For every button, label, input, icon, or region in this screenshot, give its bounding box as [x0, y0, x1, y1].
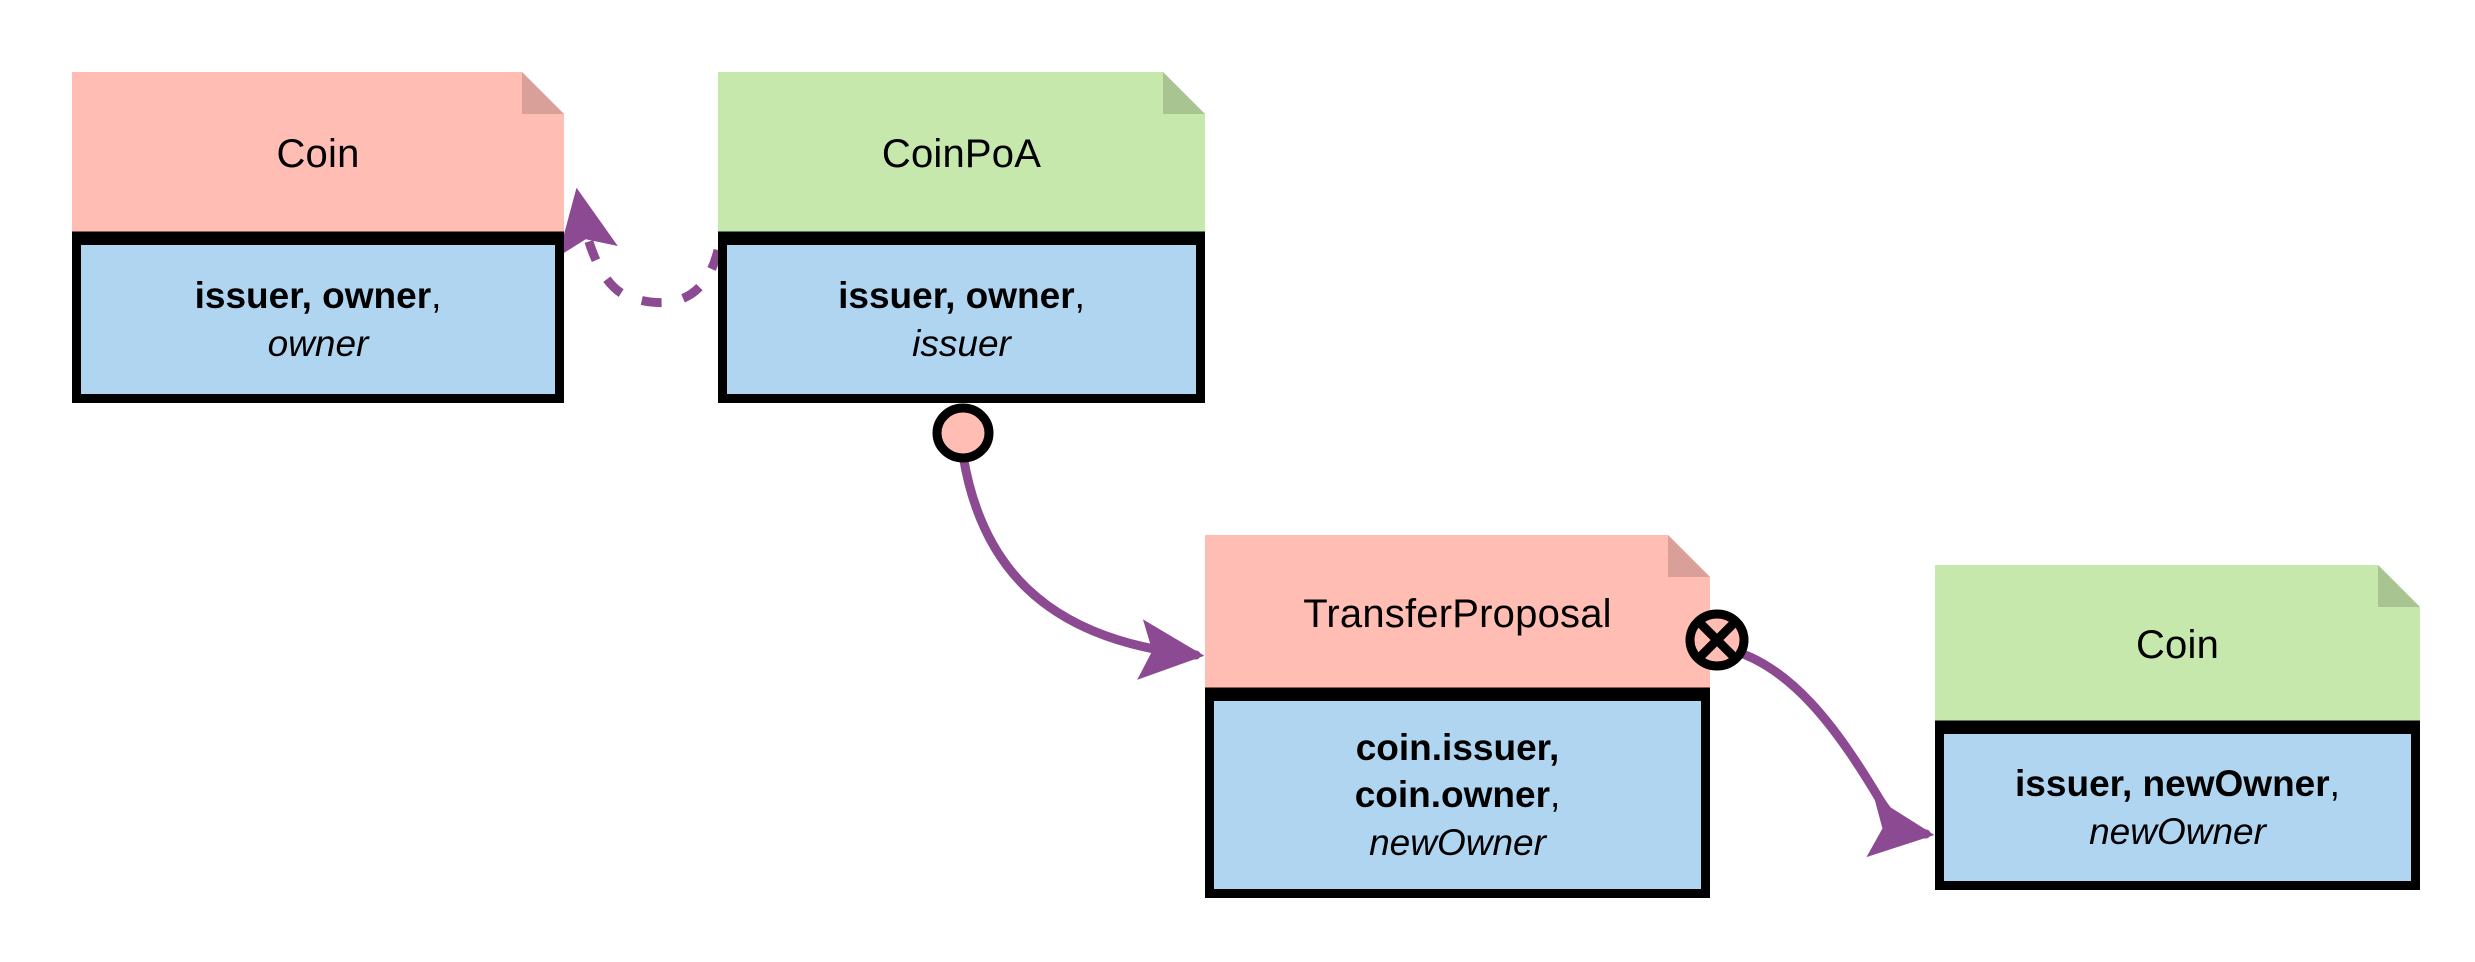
attribute-separator: ,: [1550, 774, 1561, 816]
node-content: Coin issuer, newOwner, newOwner: [1935, 565, 2420, 890]
attribute-bold: issuer, owner: [194, 275, 432, 317]
attribute-line: newOwner: [2089, 808, 2266, 855]
edge-poa-to-coin: [557, 187, 723, 308]
node-title: Coin: [2135, 623, 2220, 667]
consume-port[interactable]: [1683, 607, 1751, 673]
attribute-line: issuer, owner,: [838, 272, 1085, 319]
provide-port[interactable]: [930, 402, 996, 464]
circle-port-icon: [932, 403, 994, 463]
node-title: CoinPoA: [881, 132, 1042, 176]
node-attributes: issuer, owner, issuer: [718, 236, 1205, 403]
attribute-line: issuer: [912, 320, 1011, 367]
attribute-italic: newOwner: [2089, 810, 2266, 852]
node-content: TransferProposal coin.issuer, coin.owner…: [1205, 535, 1710, 898]
attribute-italic: newOwner: [1369, 821, 1546, 863]
attribute-line: issuer, newOwner,: [2015, 760, 2340, 807]
node-shape: [718, 72, 1205, 403]
attribute-separator: ,: [2329, 763, 2340, 805]
node-coin-poa[interactable]: CoinPoA issuer, owner, issuer: [718, 72, 1205, 403]
node-transfer-proposal[interactable]: TransferProposal coin.issuer, coin.owner…: [1205, 535, 1710, 898]
node-coin-before[interactable]: Coin issuer, owner, owner: [72, 72, 564, 403]
attribute-line: newOwner: [1369, 819, 1546, 866]
node-content: CoinPoA issuer, owner, issuer: [718, 72, 1205, 403]
crossed-circle-port-icon: [1685, 609, 1749, 671]
attribute-separator: ,: [431, 275, 442, 317]
attribute-bold: issuer, newOwner: [2015, 763, 2330, 805]
node-content: Coin issuer, owner, owner: [72, 72, 564, 403]
attribute-line: coin.issuer,: [1356, 724, 1560, 771]
node-attributes: issuer, newOwner, newOwner: [1935, 725, 2420, 890]
node-title: TransferProposal: [1303, 591, 1612, 636]
node-shape: [72, 72, 564, 403]
attribute-bold: issuer, owner: [838, 275, 1075, 317]
node-attributes: issuer, owner, owner: [72, 236, 564, 403]
edge-port-to-proposal: [958, 450, 1205, 680]
node-shape: [1205, 535, 1710, 898]
attribute-separator: ,: [1074, 275, 1085, 317]
attribute-italic: issuer: [912, 322, 1011, 364]
node-title: Coin: [276, 132, 360, 176]
attribute-line: issuer, owner,: [195, 272, 442, 319]
attribute-line: coin.owner,: [1355, 771, 1561, 818]
node-shape: [1935, 565, 2420, 890]
edge-proposal-to-coin: [1718, 643, 1935, 858]
attribute-bold: coin.issuer,: [1355, 726, 1560, 768]
attribute-line: owner: [268, 320, 369, 367]
attribute-bold: coin.owner: [1354, 774, 1551, 816]
attribute-italic: owner: [267, 322, 369, 364]
node-coin-after[interactable]: Coin issuer, newOwner, newOwner: [1935, 565, 2420, 890]
node-attributes: coin.issuer, coin.owner, newOwner: [1205, 692, 1710, 898]
